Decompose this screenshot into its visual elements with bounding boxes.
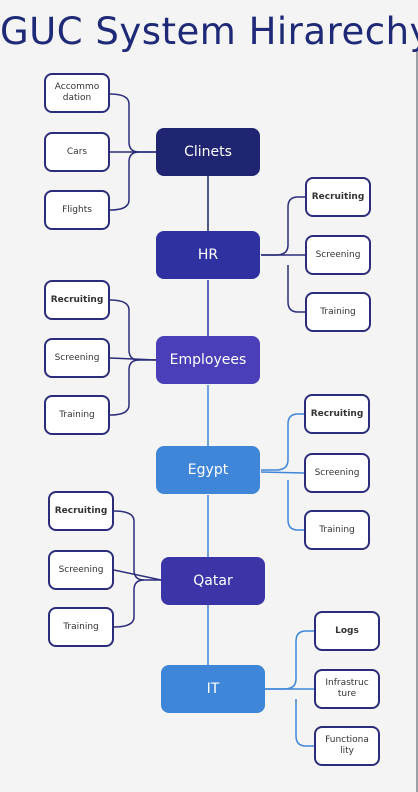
employees-item-label: Screening xyxy=(54,352,100,363)
qatar-item-label: Screening xyxy=(58,564,104,575)
node-it[interactable]: IT xyxy=(161,665,265,713)
clients-item-label: Flights xyxy=(62,204,92,215)
egypt-item-label: Recruiting xyxy=(310,408,364,419)
it-item-label: Infrastructure xyxy=(325,678,369,699)
hr-item-label: Recruiting xyxy=(311,191,365,202)
employees-item-recruiting[interactable]: Recruiting xyxy=(44,280,110,320)
clients-item-label: Accommo dation xyxy=(54,82,100,103)
node-egypt[interactable]: Egypt xyxy=(156,446,260,494)
egypt-item-training[interactable]: Training xyxy=(304,510,370,550)
egypt-item-recruiting[interactable]: Recruiting xyxy=(304,394,370,434)
hr-item-training[interactable]: Training xyxy=(305,292,371,332)
egypt-item-screening[interactable]: Screening xyxy=(304,453,370,493)
employees-item-screening[interactable]: Screening xyxy=(44,338,110,378)
hr-item-screening[interactable]: Screening xyxy=(305,235,371,275)
node-qatar[interactable]: Qatar xyxy=(161,557,265,605)
it-item-infrastructure[interactable]: Infrastructure xyxy=(314,669,380,709)
hr-item-recruiting[interactable]: Recruiting xyxy=(305,177,371,217)
employees-item-label: Recruiting xyxy=(50,294,104,305)
node-employees[interactable]: Employees xyxy=(156,336,260,384)
qatar-item-label: Recruiting xyxy=(54,505,108,516)
clients-item-cars[interactable]: Cars xyxy=(44,132,110,172)
clients-item-label: Cars xyxy=(66,146,88,157)
hr-item-label: Training xyxy=(320,306,356,317)
clients-item-accommodation[interactable]: Accommo dation xyxy=(44,73,110,113)
it-item-label: Logs xyxy=(335,625,359,636)
it-item-label: Functionality xyxy=(325,735,369,756)
clients-item-flights[interactable]: Flights xyxy=(44,190,110,230)
scrollbar[interactable] xyxy=(416,52,418,792)
it-item-logs[interactable]: Logs xyxy=(314,611,380,651)
qatar-item-training[interactable]: Training xyxy=(48,607,114,647)
egypt-item-label: Screening xyxy=(314,467,360,478)
qatar-item-label: Training xyxy=(63,621,99,632)
employees-item-label: Training xyxy=(59,409,95,420)
qatar-item-screening[interactable]: Screening xyxy=(48,550,114,590)
node-clients[interactable]: Clinets xyxy=(156,128,260,176)
diagram-title: GUC System Hirarechy xyxy=(0,10,418,53)
node-hr[interactable]: HR xyxy=(156,231,260,279)
hr-item-label: Screening xyxy=(315,249,361,260)
employees-item-training[interactable]: Training xyxy=(44,395,110,435)
qatar-item-recruiting[interactable]: Recruiting xyxy=(48,491,114,531)
egypt-item-label: Training xyxy=(319,524,355,535)
it-item-functionality[interactable]: Functionality xyxy=(314,726,380,766)
